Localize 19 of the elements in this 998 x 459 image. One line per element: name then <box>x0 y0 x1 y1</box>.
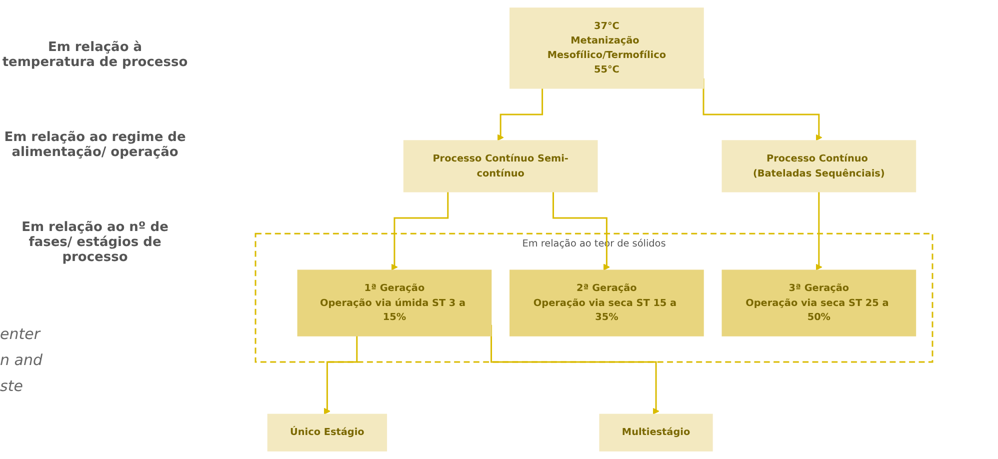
arrow <box>391 192 449 270</box>
node-box: 1ª Geração Operação via úmida ST 3 a 15% <box>297 270 492 336</box>
node-box: 3ª Geração Operação via seca ST 25 a 50% <box>722 270 916 336</box>
node-box: Multiestágio <box>599 414 713 452</box>
node-box: 2ª Geração Operação via seca ST 15 a 35% <box>510 270 704 336</box>
note-text: enter <box>0 325 42 343</box>
node-box: Processo Contínuo (Bateladas Sequênciais) <box>722 140 916 192</box>
category-label: Em relação ao regime de alimentação/ operação <box>3 130 187 160</box>
node-box: Único Estágio <box>267 414 388 452</box>
node-box: Processo Contínuo Semi-contínuo <box>403 140 598 192</box>
arrow <box>324 336 358 414</box>
node-box: 37°C Metanização Mesofílico/Termofílico 55°C <box>510 8 704 89</box>
arrow <box>816 192 822 270</box>
arrow <box>552 192 610 270</box>
category-label: Em relação à temperatura de processo <box>1 40 189 70</box>
note-text: ste <box>0 377 24 395</box>
note-text: n and <box>0 351 44 369</box>
arrow <box>497 88 544 141</box>
category-label: Em relação ao nº de fases/ estágios de processo <box>20 220 170 265</box>
